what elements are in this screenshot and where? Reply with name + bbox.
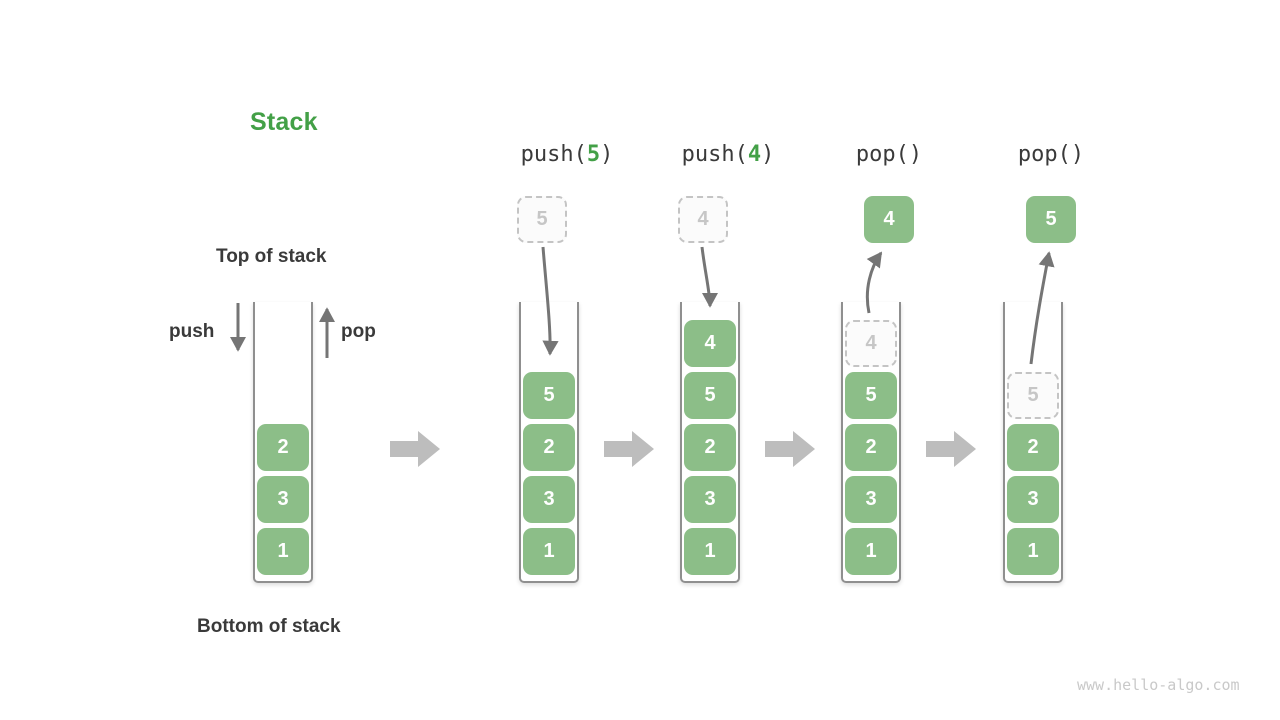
operation-label: push(4) — [628, 142, 828, 167]
next-state-arrow-icon — [765, 431, 815, 467]
stack-item: 1 — [257, 528, 309, 575]
stack-item: 2 — [257, 424, 309, 471]
stack-item: 3 — [845, 476, 897, 523]
stack-item: 5 — [845, 372, 897, 419]
stack-item: 2 — [523, 424, 575, 471]
stack-item: 1 — [845, 528, 897, 575]
next-state-arrow-icon — [390, 431, 440, 467]
pop-label: pop — [341, 321, 376, 342]
stack-item: 1 — [523, 528, 575, 575]
operation-label-text: push( — [520, 142, 587, 167]
bottom-of-stack-label: Bottom of stack — [197, 616, 341, 637]
push-label: push — [169, 321, 215, 342]
stack-item: 4 — [684, 320, 736, 367]
operation-label-text: ) — [761, 142, 775, 167]
push-4-arrow-icon — [700, 246, 719, 308]
stack-item: 3 — [1007, 476, 1059, 523]
operation-label-text: ) — [600, 142, 614, 167]
floating-ghost-box: 4 — [678, 196, 728, 243]
popped-value-box: 5 — [1026, 196, 1076, 243]
stack-item: 1 — [684, 528, 736, 575]
operation-label-text: pop() — [1017, 142, 1085, 167]
stack-item: 3 — [523, 476, 575, 523]
stack-item: 1 — [1007, 528, 1059, 575]
stack-item: 5 — [523, 372, 575, 419]
operation-label: push(5) — [467, 142, 667, 167]
stack-item: 5 — [684, 372, 736, 419]
next-state-arrow-icon — [604, 431, 654, 467]
operation-label-text: pop() — [855, 142, 923, 167]
stack-item: 2 — [1007, 424, 1059, 471]
floating-ghost-box: 5 — [517, 196, 567, 243]
operation-arg: 5 — [586, 142, 601, 167]
stack-item: 2 — [684, 424, 736, 471]
operation-arg: 4 — [747, 142, 762, 167]
top-of-stack-label: Top of stack — [216, 246, 327, 267]
diagram-title: Stack — [250, 108, 318, 136]
operation-label: pop() — [951, 142, 1151, 167]
popped-value-box: 4 — [864, 196, 914, 243]
stack-item: 3 — [684, 476, 736, 523]
stack-item-ghost: 5 — [1007, 372, 1059, 419]
operation-label: pop() — [789, 142, 989, 167]
next-state-arrow-icon — [926, 431, 976, 467]
stack-item: 2 — [845, 424, 897, 471]
stack-item: 3 — [257, 476, 309, 523]
operation-label-text: push( — [681, 142, 748, 167]
watermark: www.hello-algo.com — [1077, 676, 1240, 694]
stack-item-ghost: 4 — [845, 320, 897, 367]
